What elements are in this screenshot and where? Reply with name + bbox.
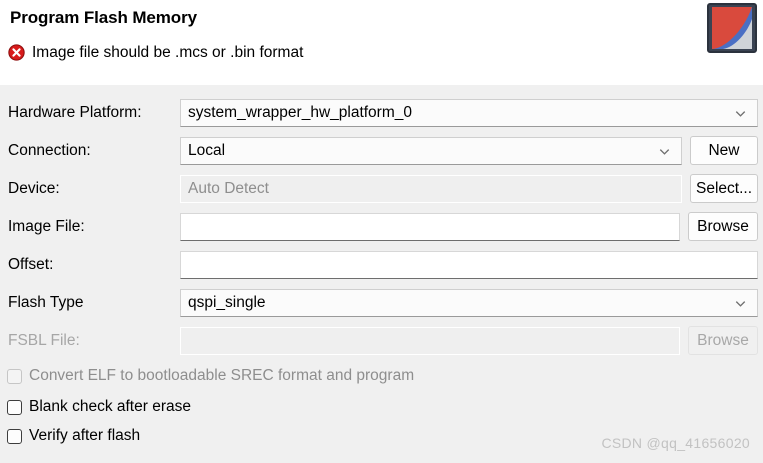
dialog-header: Program Flash Memory Image file should b… [0,0,763,85]
label-connection: Connection: [8,142,91,159]
error-circle-x-icon [8,44,25,61]
validation-message-row: Image file should be .mcs or .bin format [8,44,303,61]
image-file-input[interactable] [180,213,680,241]
row-fsbl-file: FSBL File: Browse [0,326,763,356]
browse-image-file-button[interactable]: Browse [688,212,758,241]
validation-message-text: Image file should be .mcs or .bin format [32,43,304,61]
connection-combo[interactable]: Local [180,137,682,165]
page-title: Program Flash Memory [10,8,197,27]
row-image-file: Image File: Browse [0,212,763,242]
offset-input[interactable] [180,251,758,279]
device-value: Auto Detect [188,180,269,197]
label-flash-type: Flash Type [8,294,84,311]
watermark-text: CSDN @qq_41656020 [601,435,750,451]
select-device-button[interactable]: Select... [690,174,758,203]
chevron-down-icon [735,110,746,117]
row-device: Device: Auto Detect Select... [0,174,763,204]
label-offset: Offset: [8,256,54,273]
connection-value: Local [188,142,226,159]
row-offset: Offset: [0,250,763,280]
label-hardware-platform: Hardware Platform: [8,104,142,121]
row-flash-type: Flash Type qspi_single [0,288,763,318]
new-connection-button[interactable]: New [690,136,758,165]
row-hardware-platform: Hardware Platform: system_wrapper_hw_pla… [0,98,763,128]
row-connection: Connection: Local New [0,136,763,166]
xilinx-vitis-logo-icon [707,3,757,53]
checkbox-box-verify-after-flash [7,428,22,444]
checkbox-label-verify-after-flash: Verify after flash [29,427,141,444]
label-fsbl-file: FSBL File: [8,332,80,349]
hardware-platform-combo[interactable]: system_wrapper_hw_platform_0 [180,99,758,127]
chevron-down-icon [659,148,670,155]
checkbox-blank-check-after-erase[interactable]: Blank check after erase [7,398,191,416]
flash-type-value: qspi_single [188,294,266,311]
checkbox-verify-after-flash[interactable]: Verify after flash [7,427,140,445]
checkbox-label-convert-elf-srec: Convert ELF to bootloadable SREC format … [29,367,415,384]
checkbox-box-blank-check-after-erase [7,399,22,415]
checkbox-convert-elf-srec[interactable]: Convert ELF to bootloadable SREC format … [7,367,414,385]
label-device: Device: [8,180,60,197]
label-image-file: Image File: [8,218,85,235]
chevron-down-icon [735,300,746,307]
browse-fsbl-file-button: Browse [688,326,758,355]
flash-type-combo[interactable]: qspi_single [180,289,758,317]
fsbl-file-field [180,327,680,355]
checkbox-label-blank-check-after-erase: Blank check after erase [29,398,191,415]
hardware-platform-value: system_wrapper_hw_platform_0 [188,104,412,121]
device-field: Auto Detect [180,175,682,203]
checkbox-box-convert-elf-srec [7,368,22,384]
